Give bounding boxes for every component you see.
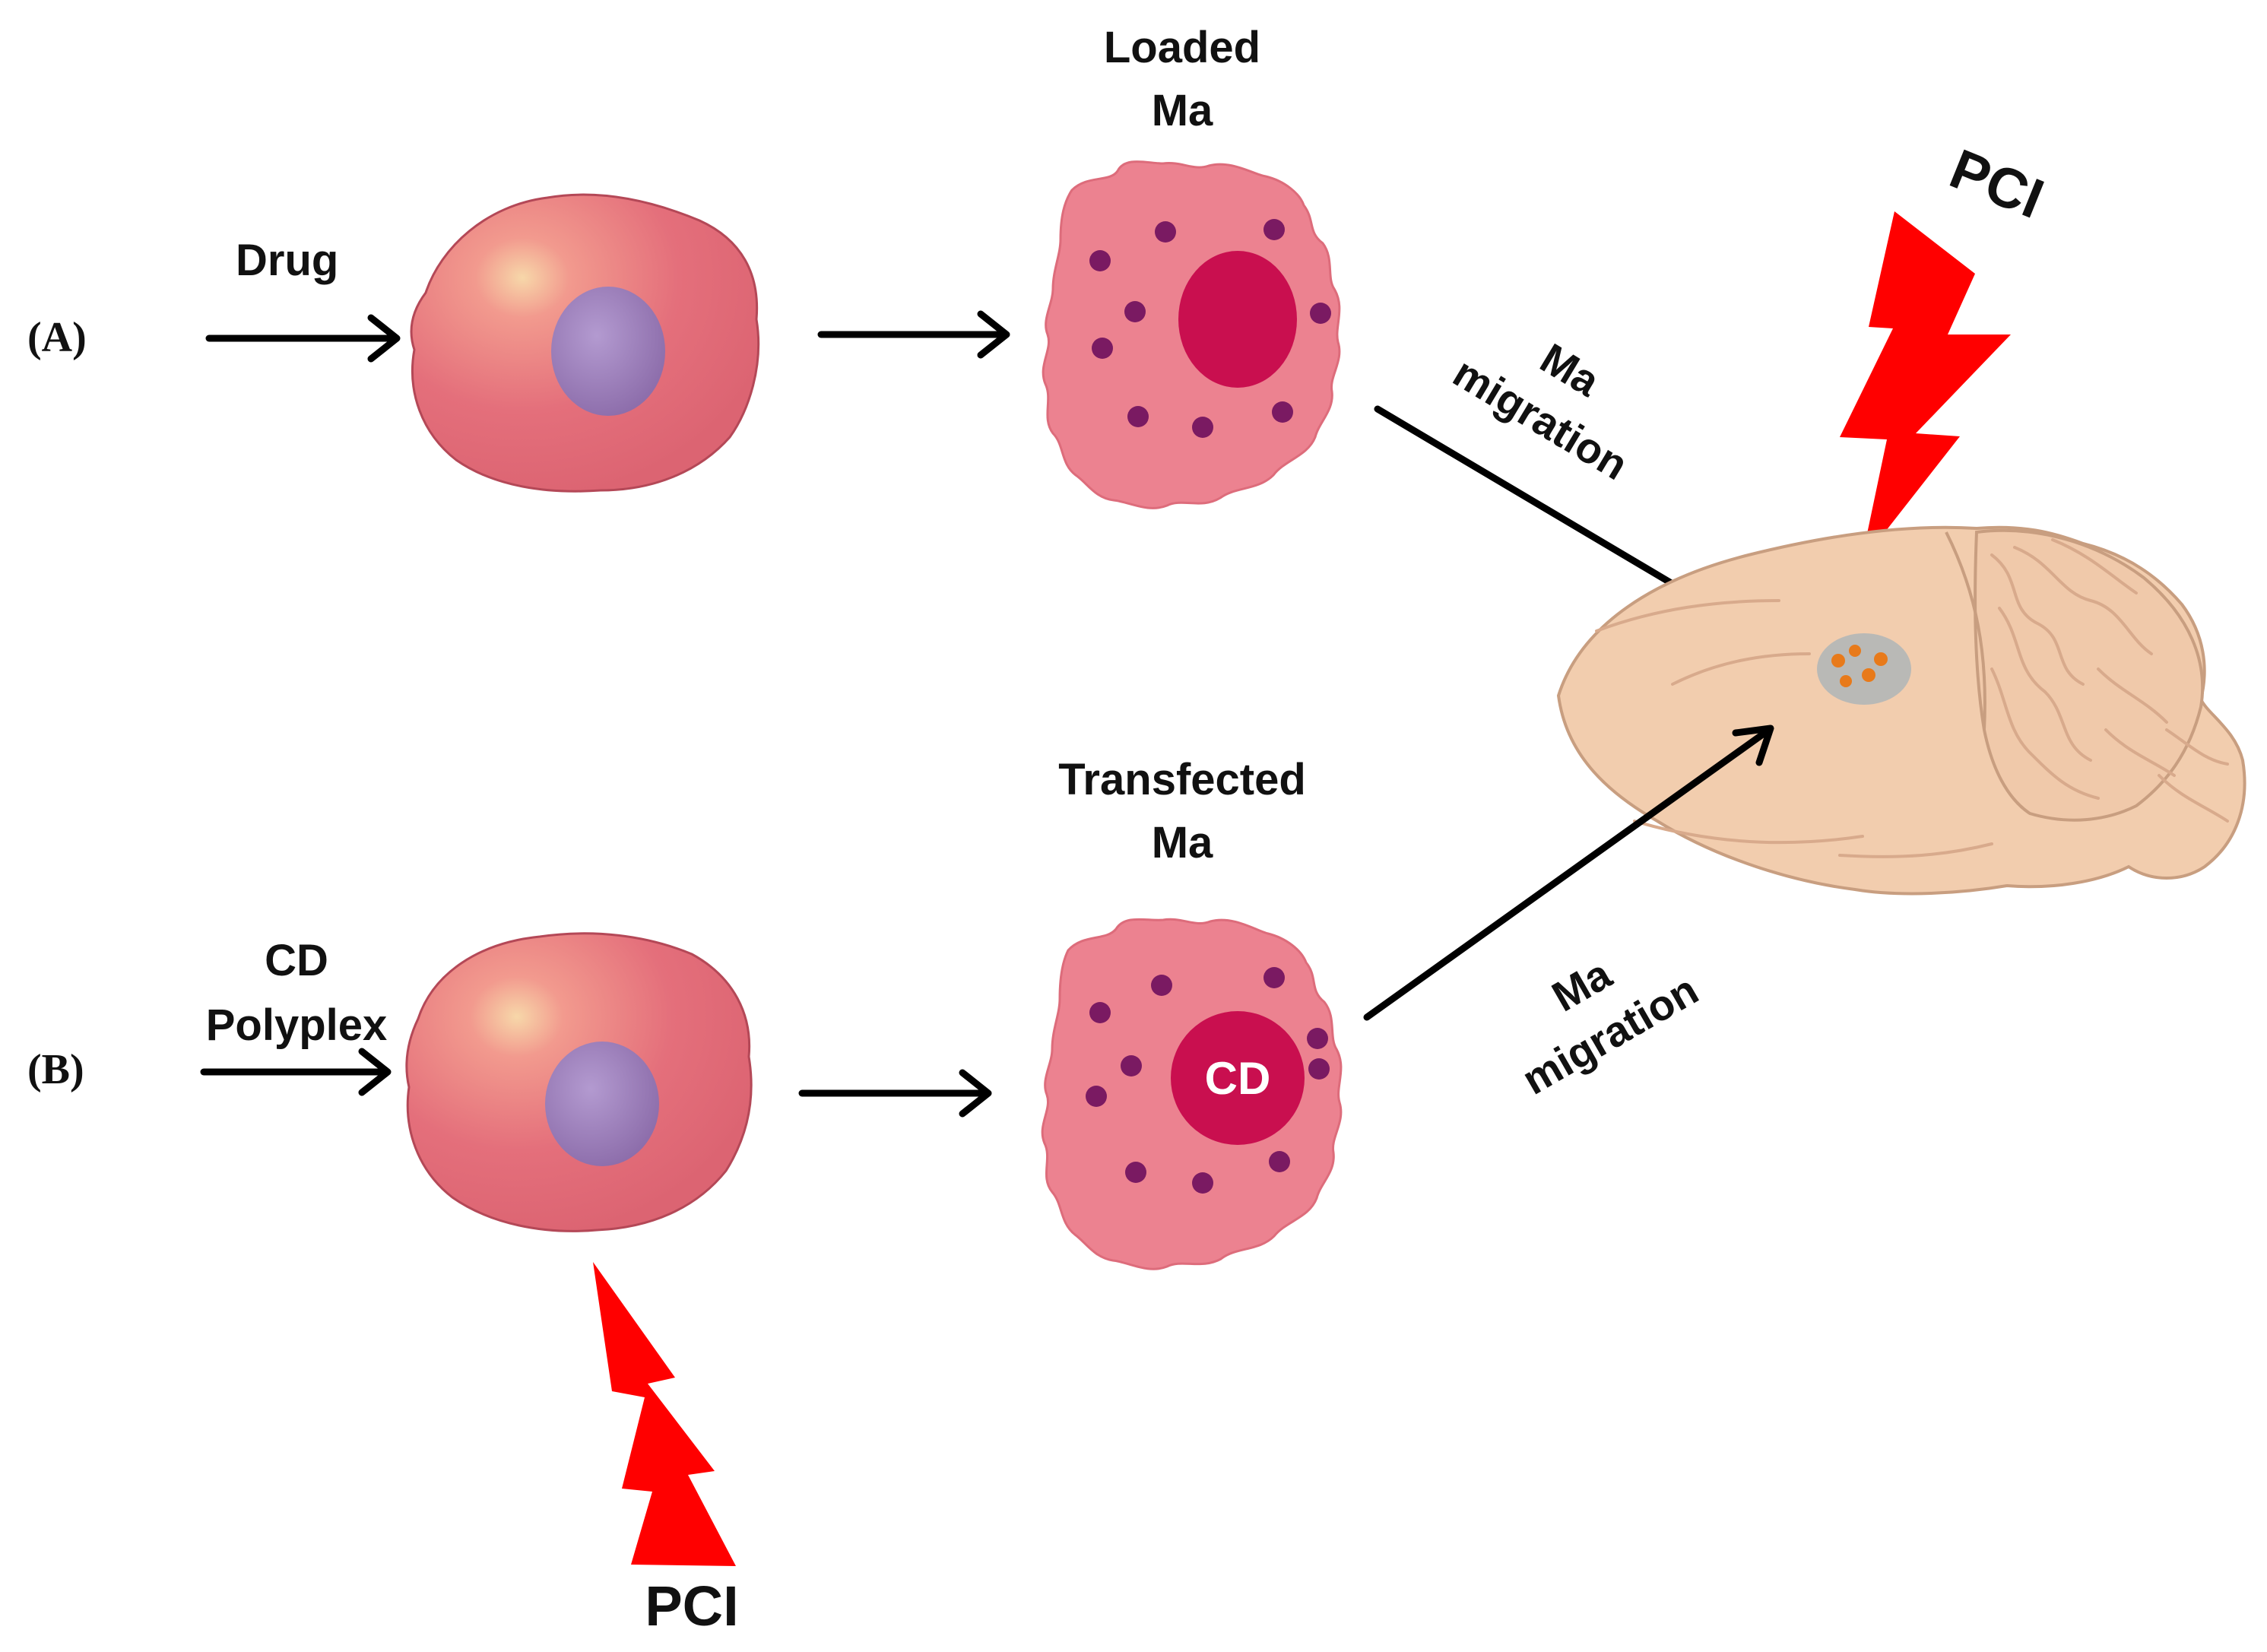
migration-arrow-b <box>1363 725 1774 1021</box>
cd-polyplex-label-line1: CD <box>265 936 328 985</box>
lightning-bolt-bottom <box>593 1262 736 1566</box>
transfected-ma-label-line1: Transfected <box>1058 755 1306 804</box>
loaded-macrophage <box>1042 160 1341 509</box>
nucleus-a <box>551 287 665 416</box>
migration-label-b: Ma migration <box>1514 950 1706 1104</box>
cd-nucleus <box>1171 1011 1305 1145</box>
transfection-arrow <box>798 1069 992 1118</box>
pci-label-top: PCI <box>1942 137 2052 230</box>
cd-nucleus-label: CD <box>1205 1053 1271 1104</box>
drug-granules <box>1089 219 1331 438</box>
cd-polyplex-label-line2: Polyplex <box>206 1000 388 1050</box>
loaded-ma-label-line1: Loaded <box>1104 23 1260 72</box>
polyplex-arrow <box>200 1048 392 1096</box>
drug-arrow <box>205 314 401 363</box>
loading-arrow <box>817 310 1010 359</box>
panel-label-a: (A) <box>27 314 87 361</box>
cerebellum <box>1974 528 2205 822</box>
drug-label: Drug <box>236 236 338 285</box>
transfected-ma-label-line2: Ma <box>1152 818 1213 867</box>
pci-label-bottom: PCI <box>645 1574 738 1638</box>
macrophage-cell-a <box>410 193 760 493</box>
lightning-bolt-top <box>1840 211 2011 563</box>
nucleus-b <box>545 1042 659 1166</box>
brain <box>1556 525 2246 896</box>
transfected-granules <box>1086 967 1330 1194</box>
panel-label-b: (B) <box>27 1046 84 1093</box>
migration-label-a: Ma migration <box>1445 334 1636 489</box>
loaded-ma-label-line2: Ma <box>1152 86 1213 135</box>
transfected-macrophage: CD <box>1041 918 1343 1270</box>
loaded-ma-nucleus <box>1178 251 1297 388</box>
tumor-site <box>1817 633 1911 705</box>
macrophage-cell-b <box>405 932 753 1232</box>
tumor-dots <box>1831 645 1888 687</box>
